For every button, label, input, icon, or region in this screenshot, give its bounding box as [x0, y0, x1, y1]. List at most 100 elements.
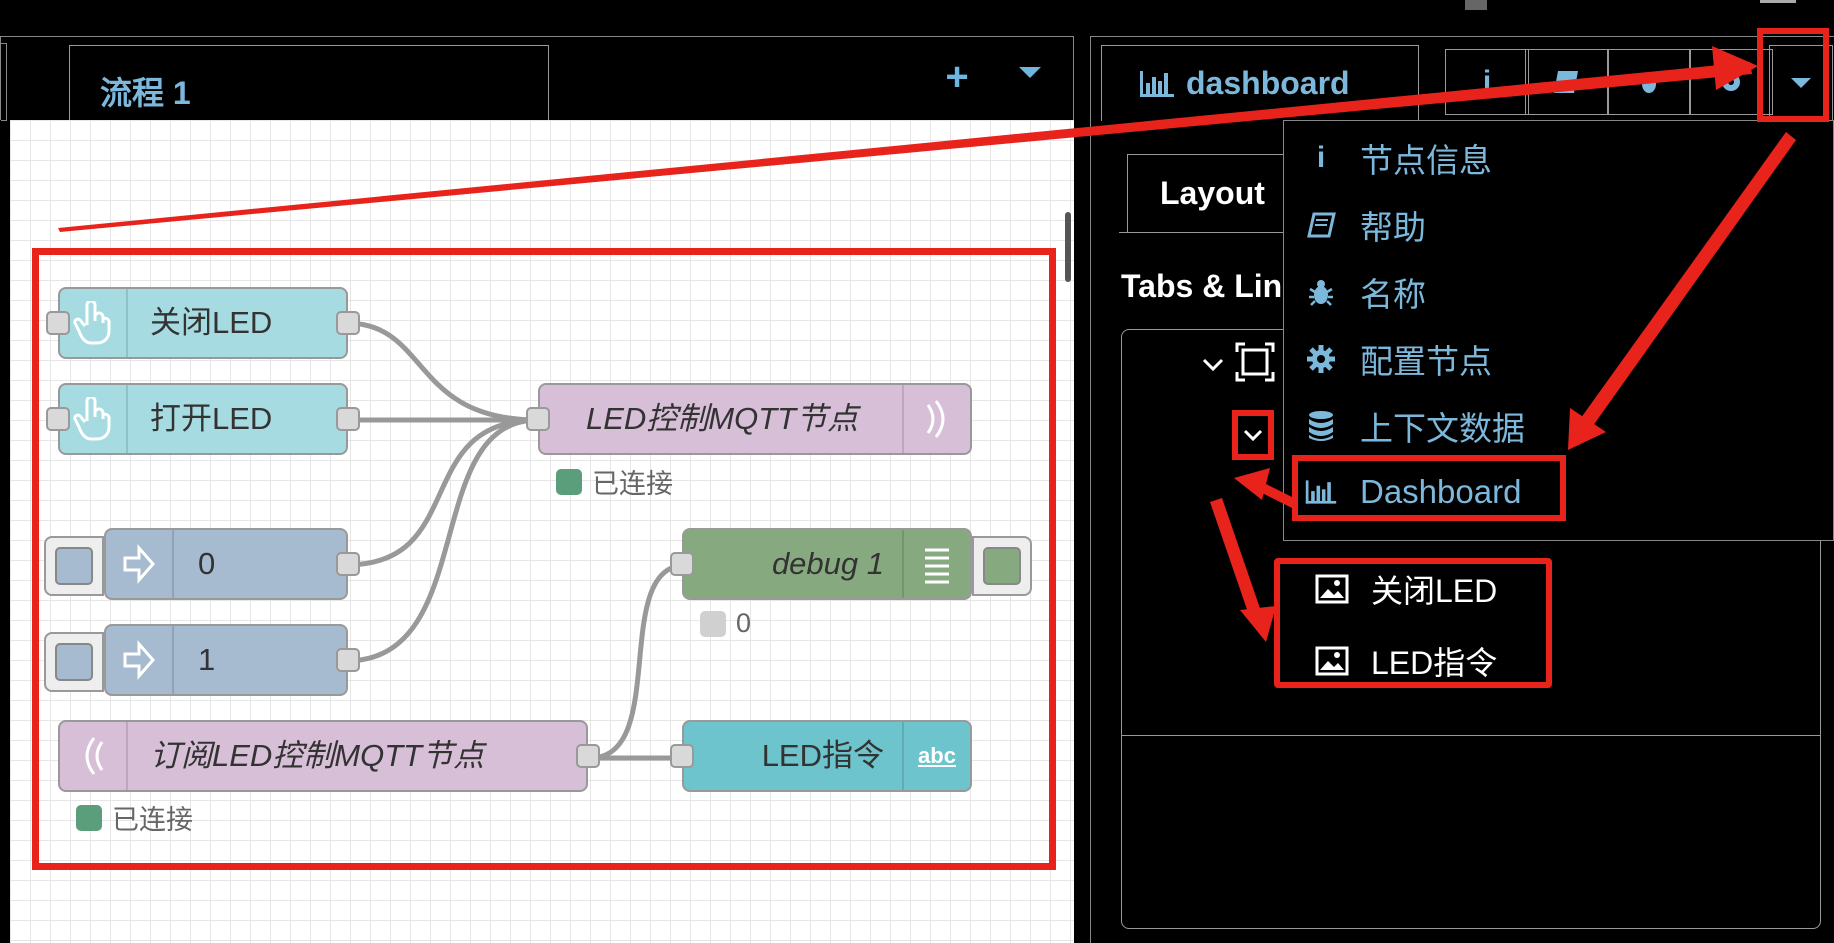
- inject-node-1[interactable]: 1: [44, 624, 360, 696]
- node-label: 0: [198, 546, 216, 581]
- arrow-right-icon: [106, 530, 174, 598]
- menu-item-debug[interactable]: 名称: [1304, 267, 1426, 317]
- tree-item-label: LED指令: [1371, 645, 1498, 681]
- add-flow-button[interactable]: +: [945, 55, 969, 99]
- status-dot: [76, 804, 102, 831]
- status-dot: [700, 610, 726, 637]
- chevron-down-icon: [1243, 429, 1263, 441]
- flow-tab-label: 流程 1: [100, 75, 191, 111]
- input-port[interactable]: [46, 407, 70, 431]
- caret-down-icon: [1791, 78, 1811, 88]
- canvas-scrollbar[interactable]: [1065, 212, 1071, 282]
- hand-pointer-icon: [60, 289, 128, 357]
- node-label: 1: [198, 642, 216, 677]
- help-button[interactable]: [1525, 49, 1609, 115]
- book-icon: [1554, 71, 1578, 93]
- gear-icon: [1722, 73, 1740, 91]
- tab-layout[interactable]: Layout: [1127, 154, 1307, 232]
- menu-item-config-nodes[interactable]: 配置节点: [1304, 334, 1492, 384]
- flow-canvas[interactable]: 关闭LED 打开LED LED控制MQTT节点 已连接 0: [10, 120, 1074, 943]
- input-port[interactable]: [670, 552, 694, 576]
- output-port[interactable]: [336, 648, 360, 672]
- input-port[interactable]: [670, 744, 694, 768]
- wire-1-to-mqtt: [345, 417, 539, 664]
- output-port[interactable]: [336, 552, 360, 576]
- output-port[interactable]: [336, 407, 360, 431]
- status-text: 已连接: [112, 805, 193, 835]
- top-icon: [1465, 0, 1487, 10]
- inject-node-off[interactable]: 关闭LED: [46, 287, 360, 359]
- mqtt-in-status: 已连接: [76, 798, 193, 837]
- menu-item-help[interactable]: 帮助: [1304, 200, 1426, 250]
- bar-chart-icon: [1304, 475, 1338, 509]
- menu-item-label: 名称: [1360, 276, 1426, 313]
- menu-item-label: 配置节点: [1360, 343, 1492, 380]
- bar-chart-icon: [1140, 70, 1174, 97]
- section-title: Tabs & Lin: [1121, 268, 1283, 304]
- image-icon: [1315, 574, 1349, 604]
- status-text: 0: [736, 608, 752, 638]
- status-text: 已连接: [592, 469, 673, 499]
- wire-mqttin-to-debug: [589, 562, 687, 761]
- status-dot: [556, 468, 582, 495]
- mqtt-out-node[interactable]: LED控制MQTT节点: [526, 383, 972, 455]
- wire-off-to-mqtt: [345, 320, 539, 423]
- debug-toggle-button[interactable]: [972, 536, 1032, 596]
- tab-flow-1[interactable]: 流程 1: [69, 45, 549, 121]
- menu-item-context-data[interactable]: 上下文数据: [1304, 401, 1525, 451]
- debug-node[interactable]: debug 1: [670, 528, 1032, 600]
- mqtt-wave-icon: [902, 385, 970, 453]
- inject-trigger-button[interactable]: [44, 536, 104, 596]
- top-indicator: [1760, 0, 1796, 3]
- node-label: 订阅LED控制MQTT节点: [150, 738, 485, 773]
- node-label: 打开LED: [150, 401, 273, 436]
- bug-icon: [1642, 75, 1656, 93]
- node-label: LED指令: [761, 738, 884, 773]
- tree-item-led-command[interactable]: LED指令: [1315, 638, 1497, 684]
- tree-item-close-led[interactable]: 关闭LED: [1315, 566, 1497, 612]
- sidebar-tab-label: dashboard: [1186, 65, 1350, 101]
- database-icon: [1304, 409, 1338, 443]
- list-icon: [902, 530, 970, 598]
- mqtt-in-node[interactable]: 订阅LED控制MQTT节点: [58, 720, 600, 792]
- info-icon: i: [1316, 141, 1326, 174]
- top-strip: [0, 0, 1834, 36]
- menu-item-dashboard[interactable]: Dashboard: [1304, 467, 1521, 517]
- debug-button[interactable]: [1607, 49, 1691, 115]
- menu-button-highlight-annotation: [1757, 28, 1829, 122]
- tree-separator: [1122, 735, 1820, 736]
- sidebar-dropdown-menu: i 节点信息 帮助 名称 配置节点 上下文数据 Dashboard: [1283, 120, 1834, 541]
- image-icon: [1315, 646, 1349, 676]
- sidebar-header: dashboard i: [1091, 36, 1834, 121]
- hand-pointer-icon: [60, 385, 128, 453]
- mqtt-out-status: 已连接: [556, 462, 673, 501]
- input-port[interactable]: [46, 311, 70, 335]
- arrow-right-icon: [106, 626, 174, 694]
- info-button[interactable]: i: [1445, 49, 1529, 115]
- input-port[interactable]: [526, 407, 550, 431]
- tree-items-annotation: [1274, 558, 1552, 688]
- text-node-led[interactable]: LED指令 abc: [670, 720, 972, 792]
- chevron-down-icon[interactable]: [1202, 348, 1224, 379]
- tab-dashboard[interactable]: dashboard: [1101, 45, 1419, 121]
- mqtt-wave-icon: [60, 722, 128, 790]
- info-icon: i: [1482, 65, 1492, 98]
- debug-status: 0: [700, 608, 751, 639]
- inject-node-0[interactable]: 0: [44, 528, 360, 600]
- inject-node-on[interactable]: 打开LED: [46, 383, 360, 455]
- menu-item-label: 节点信息: [1360, 142, 1492, 179]
- group-expand-chevron[interactable]: [1232, 410, 1274, 460]
- menu-item-node-info[interactable]: i 节点信息: [1304, 133, 1492, 183]
- node-label: LED控制MQTT节点: [586, 401, 859, 436]
- output-port[interactable]: [336, 311, 360, 335]
- book-icon: [1304, 208, 1338, 242]
- gear-icon: [1304, 342, 1338, 376]
- inject-trigger-button[interactable]: [44, 632, 104, 692]
- output-port[interactable]: [576, 744, 600, 768]
- previous-tab-edge[interactable]: [1, 43, 7, 121]
- group-frame-icon: [1235, 342, 1275, 382]
- node-label: debug 1: [771, 546, 884, 581]
- menu-item-label: 帮助: [1360, 209, 1426, 246]
- flow-list-chevron-down-icon[interactable]: [1019, 67, 1041, 78]
- wires: [345, 320, 687, 761]
